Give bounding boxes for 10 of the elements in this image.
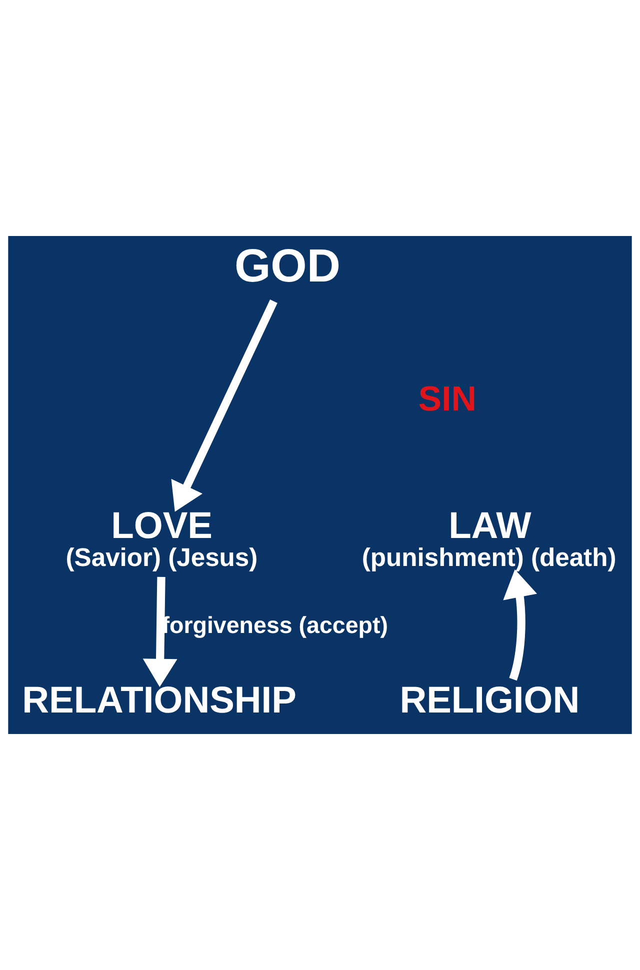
node-text: LOVE (Savior) (Jesus)	[66, 504, 258, 572]
node-text: LAW (punishment) (death)	[362, 504, 616, 572]
arrow	[503, 569, 538, 680]
node-text: RELIGION	[400, 678, 580, 721]
node-text: RELATIONSHIP	[22, 678, 296, 721]
arrow	[171, 299, 278, 512]
node-text: GOD	[234, 239, 340, 292]
edge-label: forgiveness (accept)	[162, 612, 388, 638]
label: SIN	[418, 380, 476, 419]
arrow	[142, 576, 178, 688]
